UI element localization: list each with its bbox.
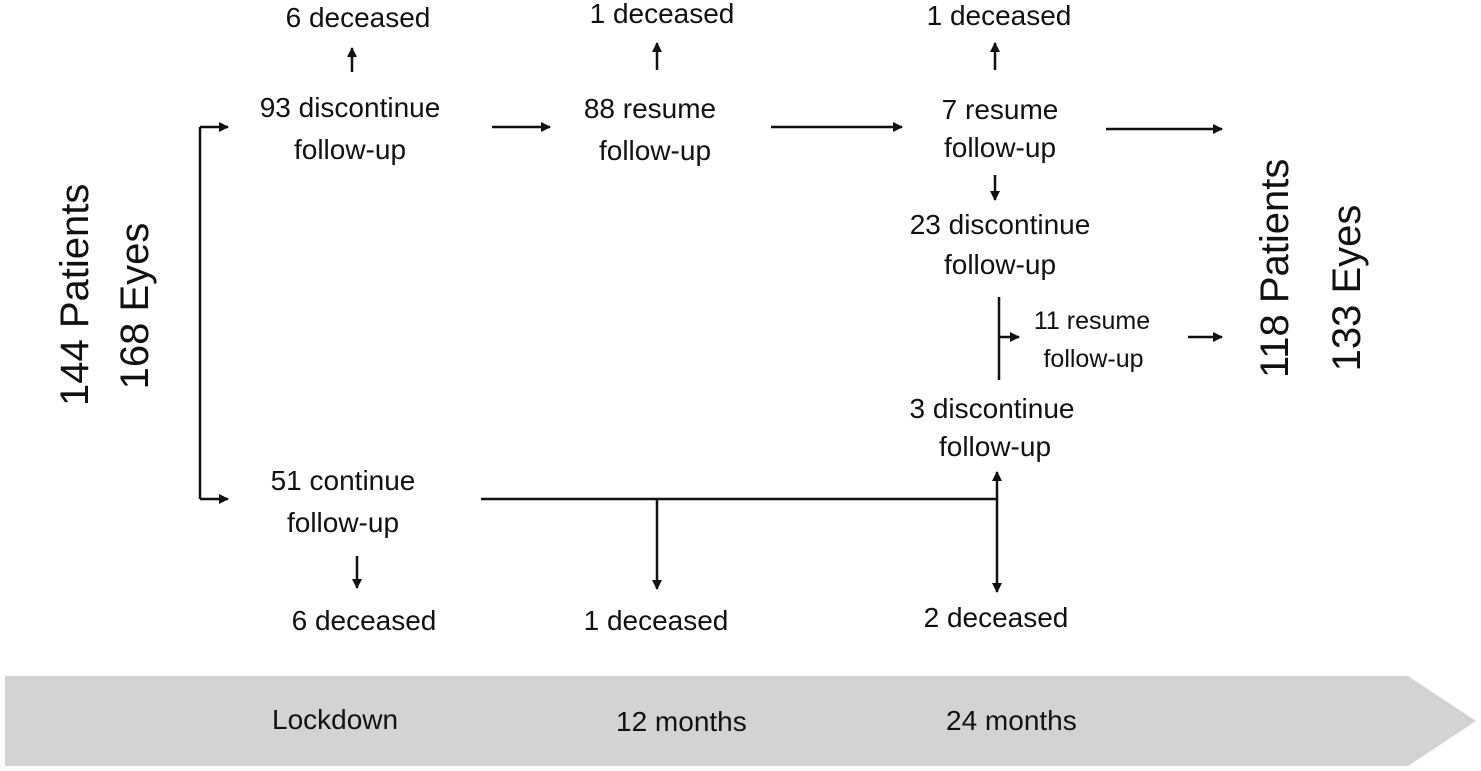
node-93-discontinue: 93 discontinue follow-up [259, 92, 441, 165]
start-eyes: 168 Eyes [113, 222, 157, 390]
node-51-continue: 51 continue follow-up [270, 465, 416, 538]
timeline-band [5, 676, 1476, 766]
node-23-discontinue: 23 discontinue follow-up [909, 209, 1091, 280]
node-3-discontinue: 3 discontinue follow-up [909, 393, 1075, 462]
end-patients: 118 Patients [1253, 158, 1297, 378]
deceased-bottom-12: 1 deceased [583, 605, 729, 636]
timeline-24-months: 24 months [946, 705, 1077, 736]
node-7-resume: 7 resume follow-up [941, 94, 1059, 163]
deceased-top-24: 1 deceased [926, 0, 1072, 31]
start-patients: 144 Patients [53, 183, 97, 406]
timeline-lockdown: Lockdown [272, 704, 399, 735]
deceased-top-12: 1 deceased [589, 0, 735, 29]
deceased-top-lockdown: 6 deceased [285, 2, 431, 33]
node-88-resume: 88 resume follow-up [583, 93, 717, 166]
timeline-12-months: 12 months [616, 706, 747, 737]
end-eyes: 133 Eyes [1325, 204, 1369, 372]
deceased-bottom-24: 2 deceased [923, 602, 1069, 633]
node-11-resume: 11 resume follow-up [1033, 307, 1151, 373]
deceased-bottom-lockdown: 6 deceased [291, 605, 437, 636]
